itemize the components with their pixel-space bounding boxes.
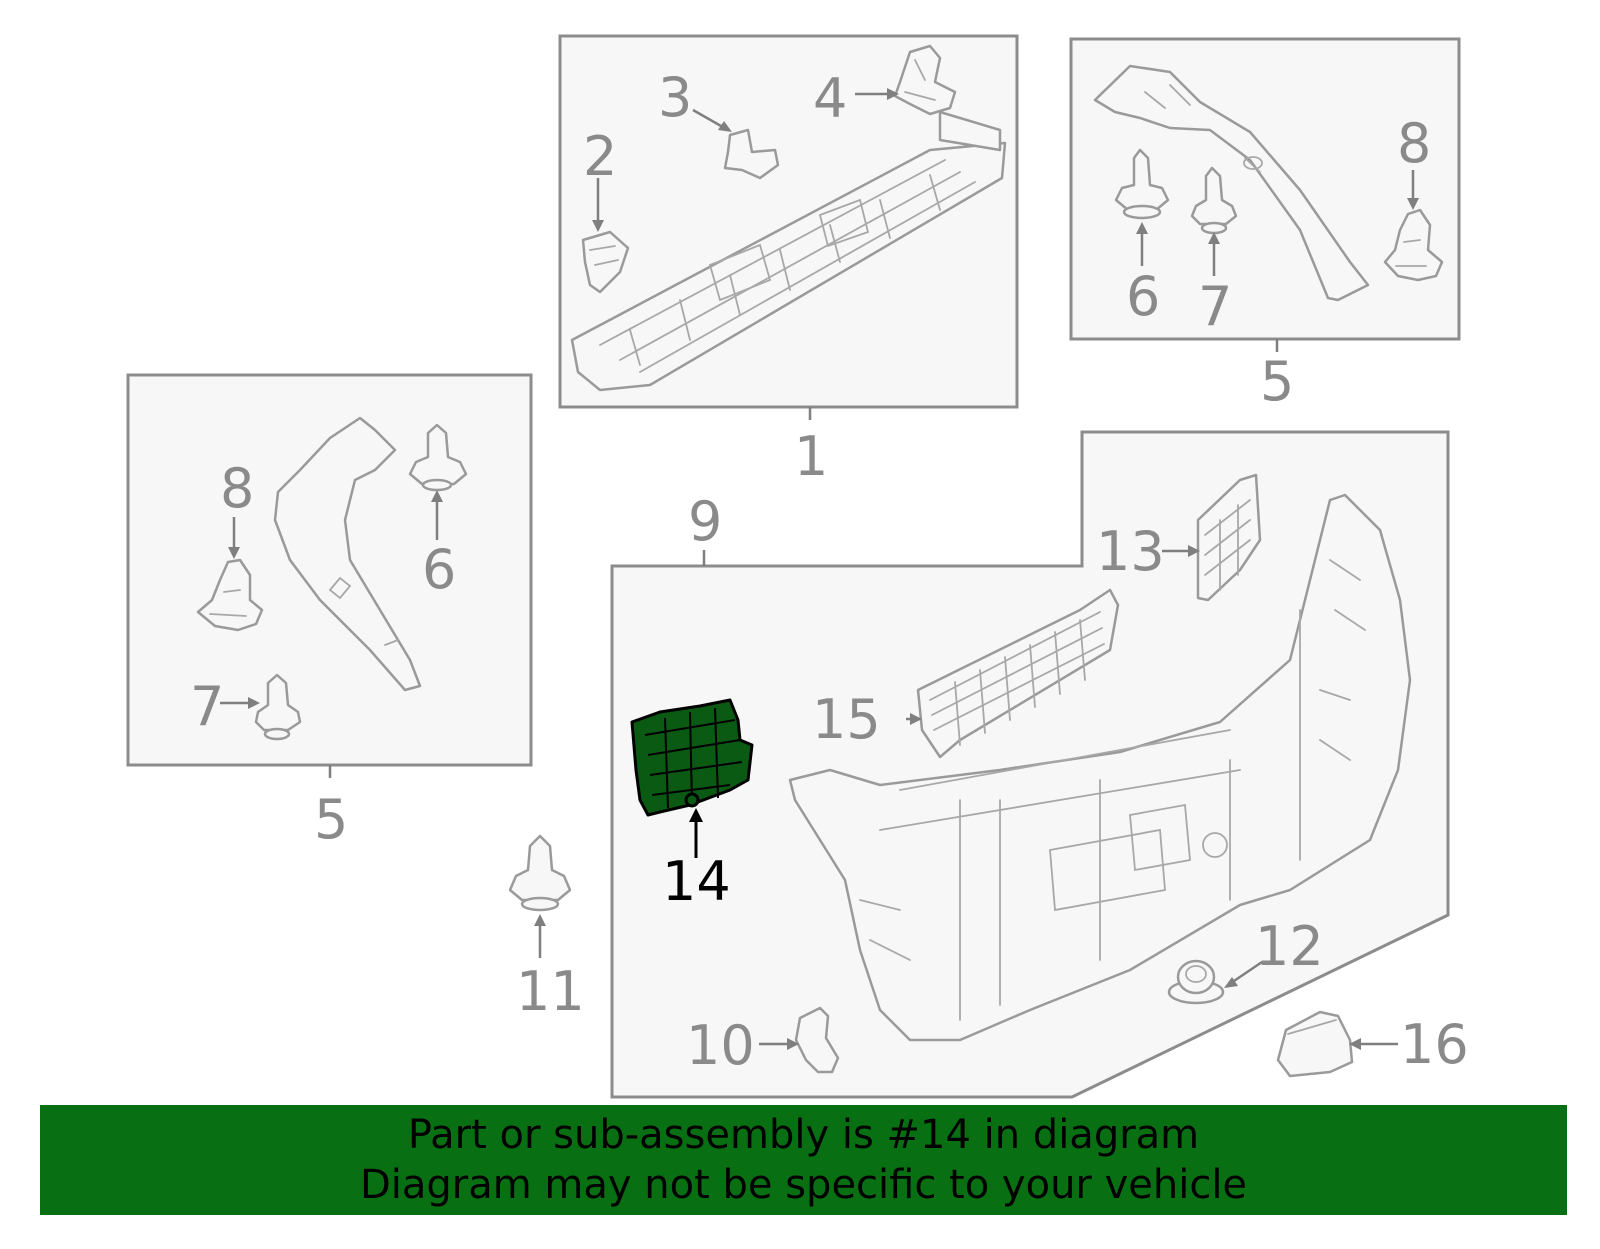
part-7-push-clip-left	[254, 673, 302, 741]
part-5-pillar-trim-right	[1093, 64, 1370, 302]
part-1-sill-plate	[570, 110, 1007, 392]
part-6-push-clip-right	[1114, 148, 1170, 220]
part-11-push-clip	[508, 834, 572, 912]
callout-14: 14	[662, 850, 731, 913]
part-4-clip	[893, 44, 957, 116]
callout-13: 13	[1096, 520, 1165, 583]
callout-9: 9	[688, 490, 722, 553]
callout-2: 2	[583, 125, 617, 188]
group-box-1: 1 2 3 4	[558, 34, 1019, 488]
part-8-clip-left	[196, 558, 264, 632]
callout-6-left: 6	[422, 538, 456, 601]
part-12-grommet	[1167, 959, 1225, 1005]
part-8-clip-right	[1383, 208, 1444, 282]
banner-line-2: Diagram may not be specific to your vehi…	[359, 1162, 1248, 1208]
banner-line-1: Part or sub-assembly is #14 in diagram	[407, 1112, 1200, 1158]
callout-11: 11	[516, 960, 585, 1023]
callout-7-left: 7	[190, 675, 224, 738]
callout-8-left: 8	[220, 457, 254, 520]
callout-5-left: 5	[314, 788, 348, 851]
callout-5-right: 5	[1260, 350, 1294, 413]
part-10-clip	[794, 1006, 840, 1074]
part-5-pillar-trim-left	[273, 416, 422, 692]
group-part-11: 11	[508, 834, 585, 1023]
part-9-liftgate-panel	[788, 493, 1412, 1042]
callout-6-right: 6	[1126, 265, 1160, 328]
callout-8-right: 8	[1397, 112, 1431, 175]
leader-arrowheads	[228, 88, 1419, 1050]
callout-16: 16	[1400, 1013, 1469, 1076]
callout-7-right: 7	[1198, 275, 1232, 338]
callout-15: 15	[812, 688, 881, 751]
callout-10: 10	[686, 1014, 755, 1077]
part-15-grille	[916, 588, 1120, 759]
callout-1: 1	[794, 425, 828, 488]
part-3-clip	[723, 128, 780, 180]
group-box-5-right: 6 7 8 5	[1069, 37, 1461, 413]
group-box-5-left: 8 6 7 5	[126, 373, 533, 851]
callout-12: 12	[1255, 915, 1324, 978]
callout-3: 3	[658, 66, 692, 129]
part-16-bumper	[1276, 1010, 1354, 1078]
part-2-clip	[581, 230, 630, 294]
group-box-9: 9	[610, 430, 1469, 1099]
part-13-grille	[1196, 473, 1262, 602]
part-7-push-clip-right	[1190, 166, 1238, 235]
info-banner: Part or sub-assembly is #14 in diagram D…	[40, 1105, 1567, 1215]
callout-4: 4	[813, 67, 847, 130]
part-14-highlighted-bracket	[630, 698, 754, 817]
